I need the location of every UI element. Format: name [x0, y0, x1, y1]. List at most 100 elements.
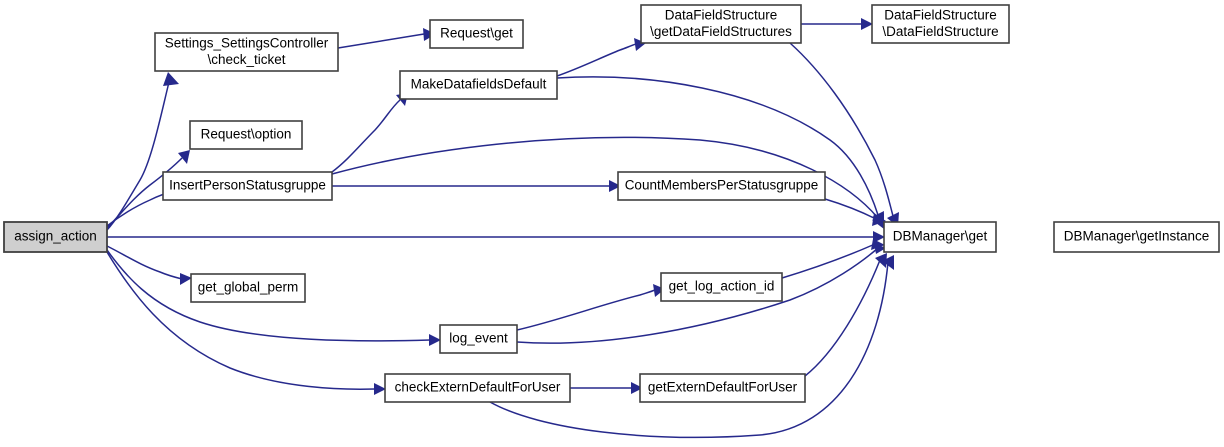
node-label: \DataFieldStructure: [882, 24, 998, 39]
node-label: DBManager\getInstance: [1064, 229, 1210, 244]
node-get_extern_default_for_user[interactable]: getExternDefaultForUser: [639, 373, 806, 403]
node-label: \check_ticket: [207, 52, 285, 67]
edge-line: [804, 259, 881, 377]
node-label: DBManager\get: [893, 229, 988, 244]
edge-insert_person_statusgruppe-to-count_members_per_statusgruppe: [332, 180, 621, 192]
node-label: DataFieldStructure: [665, 7, 778, 22]
edge-line: [516, 289, 656, 331]
node-label: getExternDefaultForUser: [648, 380, 798, 395]
node-log_event[interactable]: log_event: [439, 324, 518, 354]
node-datafield_structure_ctor[interactable]: DataFieldStructure \DataFieldStructure: [871, 4, 1010, 44]
edge-insert_person_statusgruppe-to-make_datafields_default: [331, 93, 408, 173]
node-box[interactable]: [189, 120, 303, 150]
node-box[interactable]: [883, 221, 997, 253]
node-label: get_global_perm: [198, 280, 299, 295]
node-box[interactable]: [190, 273, 306, 303]
node-label: assign_action: [14, 229, 97, 244]
edge-check_extern_default_for_user-to-get_extern_default_for_user: [570, 382, 643, 394]
node-request_option[interactable]: Request\option: [189, 120, 303, 150]
edge-assign_action-to-settings_check_ticket: [106, 72, 179, 231]
node-label: get_log_action_id: [669, 279, 775, 294]
arrowhead-icon: [178, 150, 190, 164]
node-make_datafields_default[interactable]: MakeDatafieldsDefault: [399, 70, 558, 100]
edge-line: [489, 261, 889, 439]
edge-assign_action-to-check_extern_default_for_user: [106, 251, 386, 395]
arrowhead-icon: [653, 284, 665, 297]
node-label: InsertPersonStatusgruppe: [169, 178, 326, 193]
edge-line: [789, 42, 894, 217]
node-label: Request\get: [440, 26, 513, 41]
node-settings_check_ticket[interactable]: Settings_SettingsController \check_ticket: [154, 32, 339, 72]
edge-count_members_per_statusgruppe-to-dbmanager_get: [824, 198, 886, 226]
edge-line: [337, 33, 425, 49]
edge-line: [331, 136, 879, 219]
edge-assign_action-to-get_global_perm: [106, 245, 192, 285]
edge-line: [106, 249, 431, 342]
node-box[interactable]: [617, 171, 826, 201]
arrowhead-icon: [634, 38, 646, 51]
edge-line: [516, 247, 879, 344]
arrowhead-icon: [875, 253, 887, 268]
node-box[interactable]: [154, 32, 339, 72]
arrowhead-icon: [871, 239, 885, 250]
arrowhead-icon: [609, 180, 621, 192]
node-box[interactable]: [1053, 221, 1220, 253]
edge-get_log_action_id-to-dbmanager_get: [781, 239, 885, 279]
node-box[interactable]: [639, 373, 806, 403]
edge-make_datafields_default-to-get_datafield_structures: [556, 38, 646, 77]
node-label: Request\option: [201, 127, 292, 142]
node-label: MakeDatafieldsDefault: [411, 77, 547, 92]
edge-check_extern_default_for_user-to-dbmanager_get: [489, 255, 894, 439]
arrowhead-icon: [374, 383, 386, 395]
node-assign_action[interactable]: assign_action: [3, 221, 108, 253]
edge-line: [781, 243, 876, 279]
edge-make_datafields_default-to-dbmanager_get: [556, 76, 884, 227]
arrowhead-icon: [163, 72, 179, 86]
node-box[interactable]: [439, 324, 518, 354]
node-count_members_per_statusgruppe[interactable]: CountMembersPerStatusgruppe: [617, 171, 826, 201]
node-dbmanager_get[interactable]: DBManager\get: [883, 221, 997, 253]
node-box[interactable]: [3, 221, 108, 253]
node-get_global_perm[interactable]: get_global_perm: [190, 273, 306, 303]
node-request_get[interactable]: Request\get: [429, 19, 524, 49]
node-box[interactable]: [162, 171, 333, 201]
node-box[interactable]: [384, 373, 571, 403]
node-get_log_action_id[interactable]: get_log_action_id: [660, 272, 783, 302]
node-label: \getDataFieldStructures: [650, 24, 792, 39]
edge-line: [106, 157, 183, 229]
arrowhead-icon: [872, 213, 886, 226]
node-box[interactable]: [871, 4, 1010, 44]
edge-line: [556, 43, 637, 77]
node-dbmanager_getinstance[interactable]: DBManager\getInstance: [1053, 221, 1220, 253]
arrowhead-icon: [873, 231, 885, 243]
node-box[interactable]: [640, 4, 802, 44]
arrowhead-icon: [882, 255, 894, 270]
node-label: CountMembersPerStatusgruppe: [625, 178, 819, 193]
node-get_datafield_structures[interactable]: DataFieldStructure \getDataFieldStructure…: [640, 4, 802, 44]
edge-line: [106, 77, 171, 231]
node-label: checkExternDefaultForUser: [395, 380, 561, 395]
arrowhead-icon: [861, 18, 873, 30]
edge-line: [331, 99, 401, 173]
node-check_extern_default_for_user[interactable]: checkExternDefaultForUser: [384, 373, 571, 403]
edge-assign_action-to-request_option: [106, 150, 190, 229]
edge-get_extern_default_for_user-to-dbmanager_get: [804, 253, 887, 377]
arrowhead-icon: [180, 273, 192, 285]
edge-get_datafield_structures-to-datafield_structure_ctor: [801, 18, 873, 30]
edge-line: [106, 245, 183, 280]
edge-log_event-to-dbmanager_get: [516, 243, 886, 344]
edge-line: [556, 76, 879, 216]
edge-assign_action-to-dbmanager_get: [107, 231, 885, 243]
node-label: DataFieldStructure: [884, 7, 997, 22]
node-label: log_event: [449, 331, 508, 346]
edge-settings_check_ticket-to-request_get: [337, 28, 436, 49]
node-box[interactable]: [429, 19, 524, 49]
node-box[interactable]: [660, 272, 783, 302]
edge-log_event-to-get_log_action_id: [516, 284, 665, 331]
node-insert_person_statusgruppe[interactable]: InsertPersonStatusgruppe: [162, 171, 333, 201]
node-label: Settings_SettingsController: [165, 35, 329, 50]
nodes-layer: assign_action Settings_SettingsController…: [3, 4, 1220, 403]
node-box[interactable]: [399, 70, 558, 100]
